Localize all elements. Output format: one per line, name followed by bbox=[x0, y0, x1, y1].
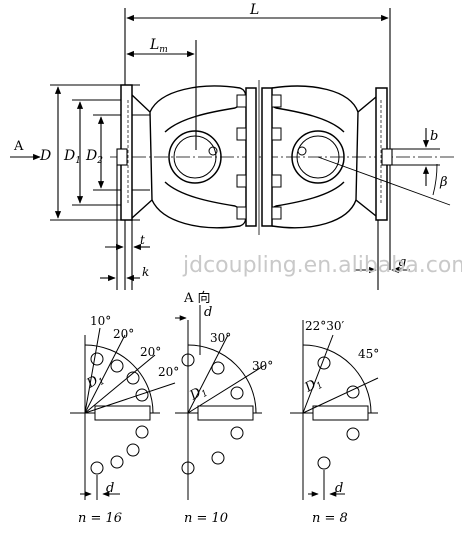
left-fork-upper bbox=[149, 85, 247, 133]
right-fork-upper bbox=[265, 85, 359, 133]
fv16-bolt-hole bbox=[135, 425, 149, 439]
main-view-labels: L Lm D D1 D2 A t k b β g bbox=[13, 2, 448, 279]
fv16-ray-4 bbox=[84, 382, 176, 414]
left-spider-outer bbox=[168, 130, 222, 184]
left-yoke bbox=[131, 94, 153, 219]
fv8-pcd: D1 bbox=[302, 374, 325, 397]
fv16-ray-1 bbox=[84, 327, 101, 414]
fv16-bolt-hole bbox=[126, 443, 140, 457]
fv8-bolt-hole bbox=[317, 356, 331, 370]
left-flange-key bbox=[116, 148, 128, 166]
right-spider-inner bbox=[296, 135, 340, 179]
fv10-angle-2: 30° bbox=[252, 359, 273, 373]
fv8-bolt-hole bbox=[346, 385, 360, 399]
fv8-bolt-hole bbox=[317, 456, 331, 470]
fv8-n: n = 8 bbox=[312, 511, 348, 526]
fv10-hole-d: d bbox=[204, 305, 212, 320]
center-bolts bbox=[236, 94, 282, 220]
fv10-bolt-hole bbox=[211, 361, 225, 375]
fv10-pcd: D1 bbox=[187, 382, 210, 405]
fv16-bolt-hole bbox=[110, 455, 124, 469]
flange-view-8 bbox=[290, 320, 379, 500]
fv16-n: n = 16 bbox=[78, 511, 122, 526]
fv8-bolt-hole bbox=[346, 427, 360, 441]
fv16-bolt-hole bbox=[135, 388, 149, 402]
fv10-ray-2 bbox=[187, 364, 266, 414]
flange-view-16 bbox=[70, 327, 176, 500]
label-A: A bbox=[13, 139, 24, 154]
fv10-n: n = 10 bbox=[184, 511, 228, 526]
label-D: D bbox=[39, 148, 51, 164]
fv16-bolt-hole bbox=[126, 371, 140, 385]
fv16-angle-1: 10° bbox=[90, 314, 111, 328]
fv16-angle-4: 20° bbox=[158, 365, 179, 379]
fv16-bolt-hole bbox=[90, 352, 104, 366]
fv10-ray-1 bbox=[187, 334, 229, 414]
fv16-angle-2: 20° bbox=[113, 327, 134, 341]
fv16-pcd: D1 bbox=[84, 370, 107, 393]
fv8-hole-d: d bbox=[335, 481, 343, 496]
beta-arc bbox=[432, 163, 438, 196]
center-flange-right bbox=[261, 87, 273, 227]
fv8-angle-2: 45° bbox=[358, 347, 379, 361]
right-spider-hole bbox=[297, 146, 307, 156]
fv10-outer-arc bbox=[187, 344, 257, 414]
center-flange-left bbox=[245, 87, 257, 227]
fv16-outer-arc bbox=[84, 344, 154, 414]
right-flange-key bbox=[381, 148, 393, 166]
fv16-ray-2 bbox=[84, 334, 126, 414]
main-view bbox=[10, 8, 455, 290]
fv16-angle-3: 20° bbox=[140, 345, 161, 359]
flange-view-labels: 10° 20° 20° 20° D1 d n = 16 d 30° 30° D1… bbox=[78, 305, 379, 526]
label-L: L bbox=[249, 2, 259, 18]
fv8-angle-1: 22°30′ bbox=[305, 319, 345, 333]
fv10-bolt-hole bbox=[230, 386, 244, 400]
label-b: b bbox=[430, 129, 438, 144]
label-g: g bbox=[398, 255, 406, 270]
label-beta: β bbox=[439, 175, 448, 190]
right-spider-outer bbox=[291, 130, 345, 184]
fv8-key bbox=[312, 405, 369, 421]
fv16-hole-d: d bbox=[106, 481, 114, 496]
label-D1: D1 bbox=[63, 148, 81, 166]
label-k: k bbox=[142, 265, 149, 279]
fv8-ray-2 bbox=[302, 377, 379, 414]
fv8-ray-1 bbox=[302, 334, 334, 414]
fv10-bolt-hole bbox=[181, 461, 195, 475]
fv8-outer-arc bbox=[302, 344, 372, 414]
flange-view-10 bbox=[175, 305, 266, 500]
left-spider-inner bbox=[173, 135, 217, 179]
fv10-bolt-hole bbox=[211, 451, 225, 465]
fv10-angle-1: 30° bbox=[210, 331, 231, 345]
watermark: jdcoupling.en.alibaba.com bbox=[182, 253, 462, 278]
right-yoke bbox=[355, 96, 377, 217]
left-spider-hole bbox=[208, 146, 218, 156]
right-fork-lower bbox=[265, 181, 357, 229]
fv10-bolt-hole bbox=[181, 353, 195, 367]
fv10-key bbox=[197, 405, 254, 421]
beta-line bbox=[317, 156, 451, 206]
fv10-bolt-hole bbox=[230, 426, 244, 440]
fv16-bolt-hole bbox=[110, 359, 124, 373]
fv16-ray-3 bbox=[84, 354, 156, 414]
direction-label: A 向 bbox=[183, 290, 211, 306]
label-D2: D2 bbox=[85, 148, 103, 166]
fv16-key bbox=[94, 405, 151, 421]
label-Lm: Lm bbox=[149, 37, 168, 55]
label-t: t bbox=[140, 233, 145, 247]
left-fork-lower bbox=[151, 181, 247, 229]
fv16-bolt-hole bbox=[90, 461, 104, 475]
